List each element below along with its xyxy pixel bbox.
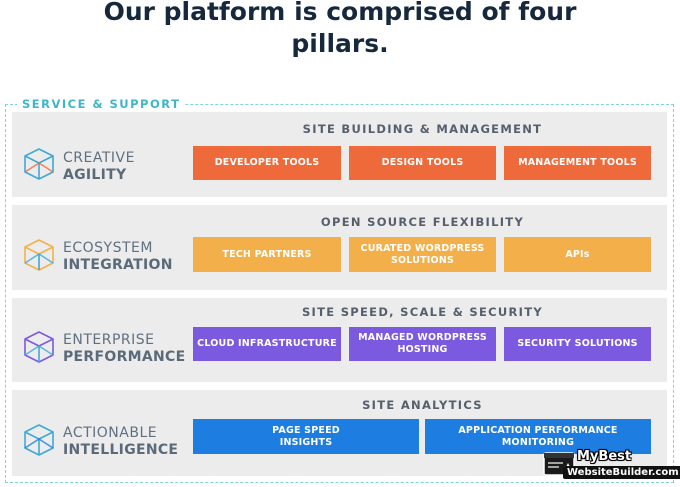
tile-cloud-infrastructure: CLOUD INFRASTRUCTURE bbox=[193, 327, 341, 361]
pillar-title-line1: ENTERPRISE bbox=[63, 332, 155, 348]
section-label: OPEN SOURCE FLEXIBILITY bbox=[320, 215, 525, 229]
page-heading: Our platform is comprised of four pillar… bbox=[0, 0, 680, 60]
tile-label: DESIGN TOOLS bbox=[381, 157, 464, 168]
cube-icon bbox=[24, 424, 54, 456]
watermark-logo: MyBest WebsiteBuilder.com bbox=[543, 449, 680, 483]
tile-label-line1: PAGE SPEED bbox=[272, 424, 340, 436]
watermark-line1: MyBest bbox=[577, 449, 632, 464]
service-support-label: SERVICE & SUPPORT bbox=[17, 97, 186, 111]
tile-design-tools: DESIGN TOOLS bbox=[349, 146, 496, 180]
pillar-ecosystem-integration: ECOSYSTEM INTEGRATION OPEN SOURCE FLEXIB… bbox=[12, 205, 667, 290]
cube-icon bbox=[24, 148, 54, 180]
tile-management-tools: MANAGEMENT TOOLS bbox=[504, 146, 651, 180]
tile-label-line2: INSIGHTS bbox=[279, 436, 333, 448]
cube-icon bbox=[24, 331, 54, 363]
tile-tech-partners: TECH PARTNERS bbox=[193, 237, 341, 272]
tile-label-line2: MONITORING bbox=[501, 436, 575, 448]
pillar-title: ACTIONABLE INTELLIGENCE bbox=[63, 425, 178, 459]
tile-label: MANAGEMENT TOOLS bbox=[518, 157, 637, 168]
tile-label: TECH PARTNERS bbox=[222, 248, 312, 260]
tile-curated-wordpress-solutions: CURATED WORDPRESS SOLUTIONS bbox=[349, 237, 496, 272]
service-support-frame bbox=[5, 104, 674, 483]
heading-line-1: Our platform is comprised of four bbox=[103, 0, 577, 26]
pillar-title: ENTERPRISE PERFORMANCE bbox=[63, 332, 185, 366]
pillar-title-line2: AGILITY bbox=[63, 167, 127, 183]
pillar-title-line1: CREATIVE bbox=[63, 150, 135, 166]
pillar-enterprise-performance: ENTERPRISE PERFORMANCE SITE SPEED, SCALE… bbox=[12, 298, 667, 382]
tile-page-speed-insights: PAGE SPEED INSIGHTS bbox=[193, 419, 419, 454]
pillar-title-line2: INTEGRATION bbox=[63, 257, 173, 273]
tile-label: APIs bbox=[565, 248, 590, 260]
tile-apis: APIs bbox=[504, 237, 651, 272]
cube-icon bbox=[24, 239, 54, 271]
pillar-creative-agility: CREATIVE AGILITY SITE BUILDING & MANAGEM… bbox=[12, 112, 667, 197]
tile-developer-tools: DEVELOPER TOOLS bbox=[193, 146, 341, 180]
pillar-title-line1: ECOSYSTEM bbox=[63, 240, 153, 256]
section-label: SITE BUILDING & MANAGEMENT bbox=[302, 122, 543, 136]
tile-application-performance-monitoring: APPLICATION PERFORMANCE MONITORING bbox=[425, 419, 651, 454]
pillar-title-line2: INTELLIGENCE bbox=[63, 442, 179, 458]
pillar-title: CREATIVE AGILITY bbox=[63, 150, 135, 184]
tile-security-solutions: SECURITY SOLUTIONS bbox=[504, 327, 651, 361]
tile-label: DEVELOPER TOOLS bbox=[214, 157, 320, 168]
tile-label: CLOUD INFRASTRUCTURE bbox=[197, 338, 337, 349]
pillar-title-line2: PERFORMANCE bbox=[63, 349, 186, 365]
section-label: SITE ANALYTICS bbox=[362, 398, 483, 412]
tile-label: SECURITY SOLUTIONS bbox=[517, 338, 638, 349]
tile-label-line1: APPLICATION PERFORMANCE bbox=[458, 424, 618, 436]
tile-label-line1: MANAGED WORDPRESS bbox=[358, 332, 487, 343]
pillar-title: ECOSYSTEM INTEGRATION bbox=[63, 240, 173, 274]
watermark-line2: WebsiteBuilder.com bbox=[563, 466, 680, 479]
section-label: SITE SPEED, SCALE & SECURITY bbox=[301, 305, 544, 319]
tile-label-line1: CURATED WORDPRESS bbox=[360, 242, 485, 254]
tile-label-line2: HOSTING bbox=[397, 344, 448, 355]
tile-managed-wordpress-hosting: MANAGED WORDPRESS HOSTING bbox=[349, 327, 496, 361]
pillar-title-line1: ACTIONABLE bbox=[63, 425, 158, 441]
tile-label-line2: SOLUTIONS bbox=[390, 254, 455, 266]
heading-line-2: pillars. bbox=[291, 29, 389, 58]
